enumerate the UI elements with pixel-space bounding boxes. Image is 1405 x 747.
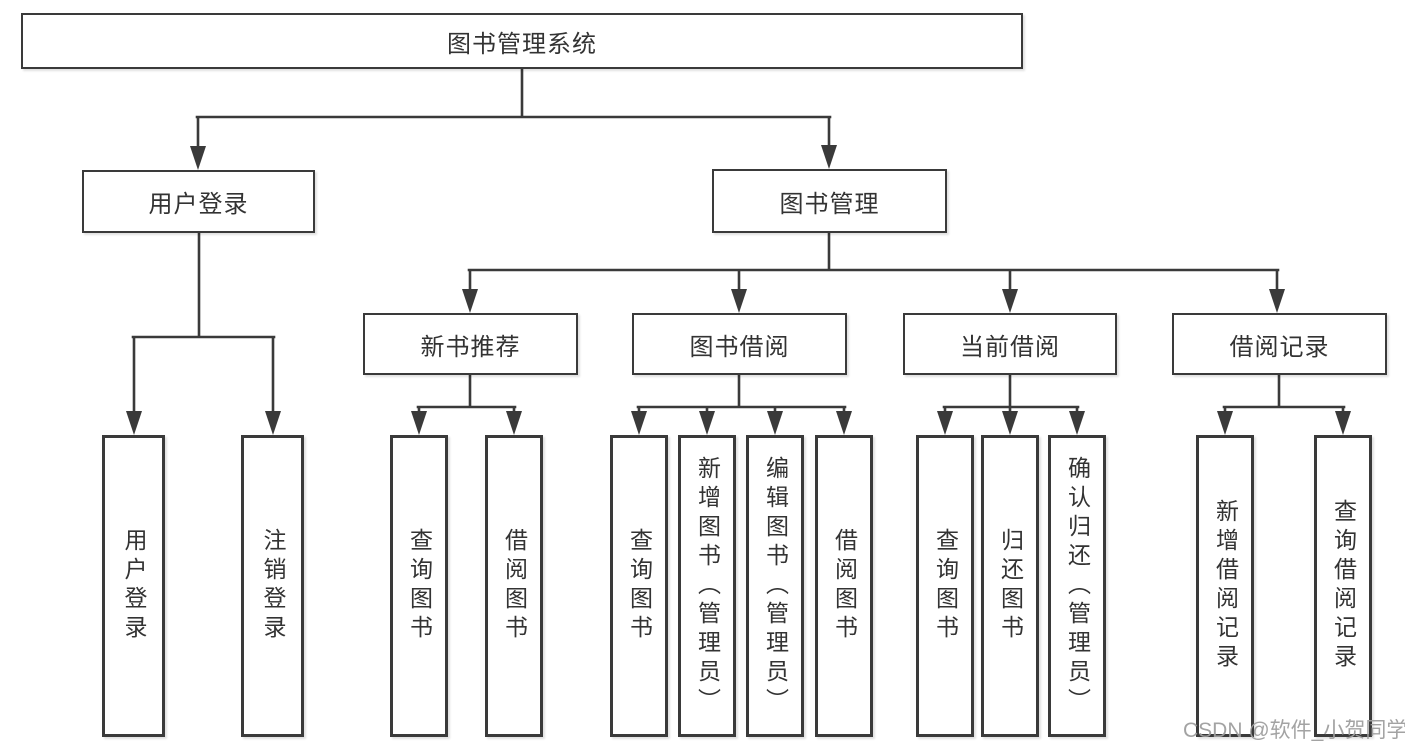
arrowhead-icon: [126, 145, 1351, 435]
node-recommend-borrow-book: 借阅图书: [485, 435, 543, 737]
node-logout: 注销登录: [241, 435, 304, 737]
node-book-management-label: 图书管理: [779, 190, 880, 218]
node-book-borrow-label: 图书借阅: [689, 333, 790, 361]
node-borrow-book-label: 借阅图书: [831, 528, 858, 644]
node-current-query-books: 查询图书: [916, 435, 974, 737]
node-borrow-query-books: 查询图书: [610, 435, 668, 737]
connector-line: [131, 67, 1346, 418]
node-user-login-group-label: 用户登录: [148, 191, 249, 218]
node-add-book-admin-label: 新增图书（管理员）: [694, 455, 721, 717]
node-borrow-query-books-label: 查询图书: [626, 528, 653, 644]
node-root: 图书管理系统: [21, 13, 1023, 69]
csdn-watermark: CSDN @软件_小贺同学: [1183, 719, 1405, 742]
node-recommend-query-books-label: 查询图书: [406, 528, 433, 644]
node-recommend-borrow-book-label: 借阅图书: [501, 528, 528, 644]
node-root-label: 图书管理系统: [447, 30, 597, 58]
node-current-query-books-label: 查询图书: [932, 528, 959, 644]
node-current-borrow: 当前借阅: [903, 313, 1117, 375]
node-borrow-book: 借阅图书: [815, 435, 873, 737]
node-edit-book-admin: 编辑图书（管理员）: [746, 435, 804, 737]
node-current-borrow-label: 当前借阅: [960, 333, 1060, 361]
node-edit-book-admin-label: 编辑图书（管理员）: [762, 455, 789, 717]
node-recommend-query-books: 查询图书: [390, 435, 448, 737]
node-new-book-recommend-label: 新书推荐: [420, 333, 521, 361]
node-borrow-records: 借阅记录: [1172, 313, 1387, 375]
node-confirm-return-admin: 确认归还（管理员）: [1048, 435, 1106, 737]
node-user-login: 用户登录: [102, 435, 165, 737]
node-confirm-return-admin-label: 确认归还（管理员）: [1064, 455, 1091, 717]
node-query-borrow-record: 查询借阅记录: [1314, 435, 1372, 737]
node-logout-label: 注销登录: [260, 528, 286, 644]
node-book-borrow: 图书借阅: [632, 313, 847, 375]
node-return-book: 归还图书: [981, 435, 1039, 737]
node-add-borrow-record-label: 新增借阅记录: [1212, 499, 1239, 673]
node-borrow-records-label: 借阅记录: [1229, 333, 1330, 361]
node-user-login-group: 用户登录: [82, 170, 315, 233]
node-add-book-admin: 新增图书（管理员）: [678, 435, 736, 737]
node-query-borrow-record-label: 查询借阅记录: [1330, 499, 1357, 673]
node-return-book-label: 归还图书: [997, 528, 1024, 644]
node-add-borrow-record: 新增借阅记录: [1196, 435, 1254, 737]
node-new-book-recommend: 新书推荐: [363, 313, 578, 375]
node-user-login-label: 用户登录: [121, 528, 147, 644]
node-book-management: 图书管理: [712, 169, 947, 233]
